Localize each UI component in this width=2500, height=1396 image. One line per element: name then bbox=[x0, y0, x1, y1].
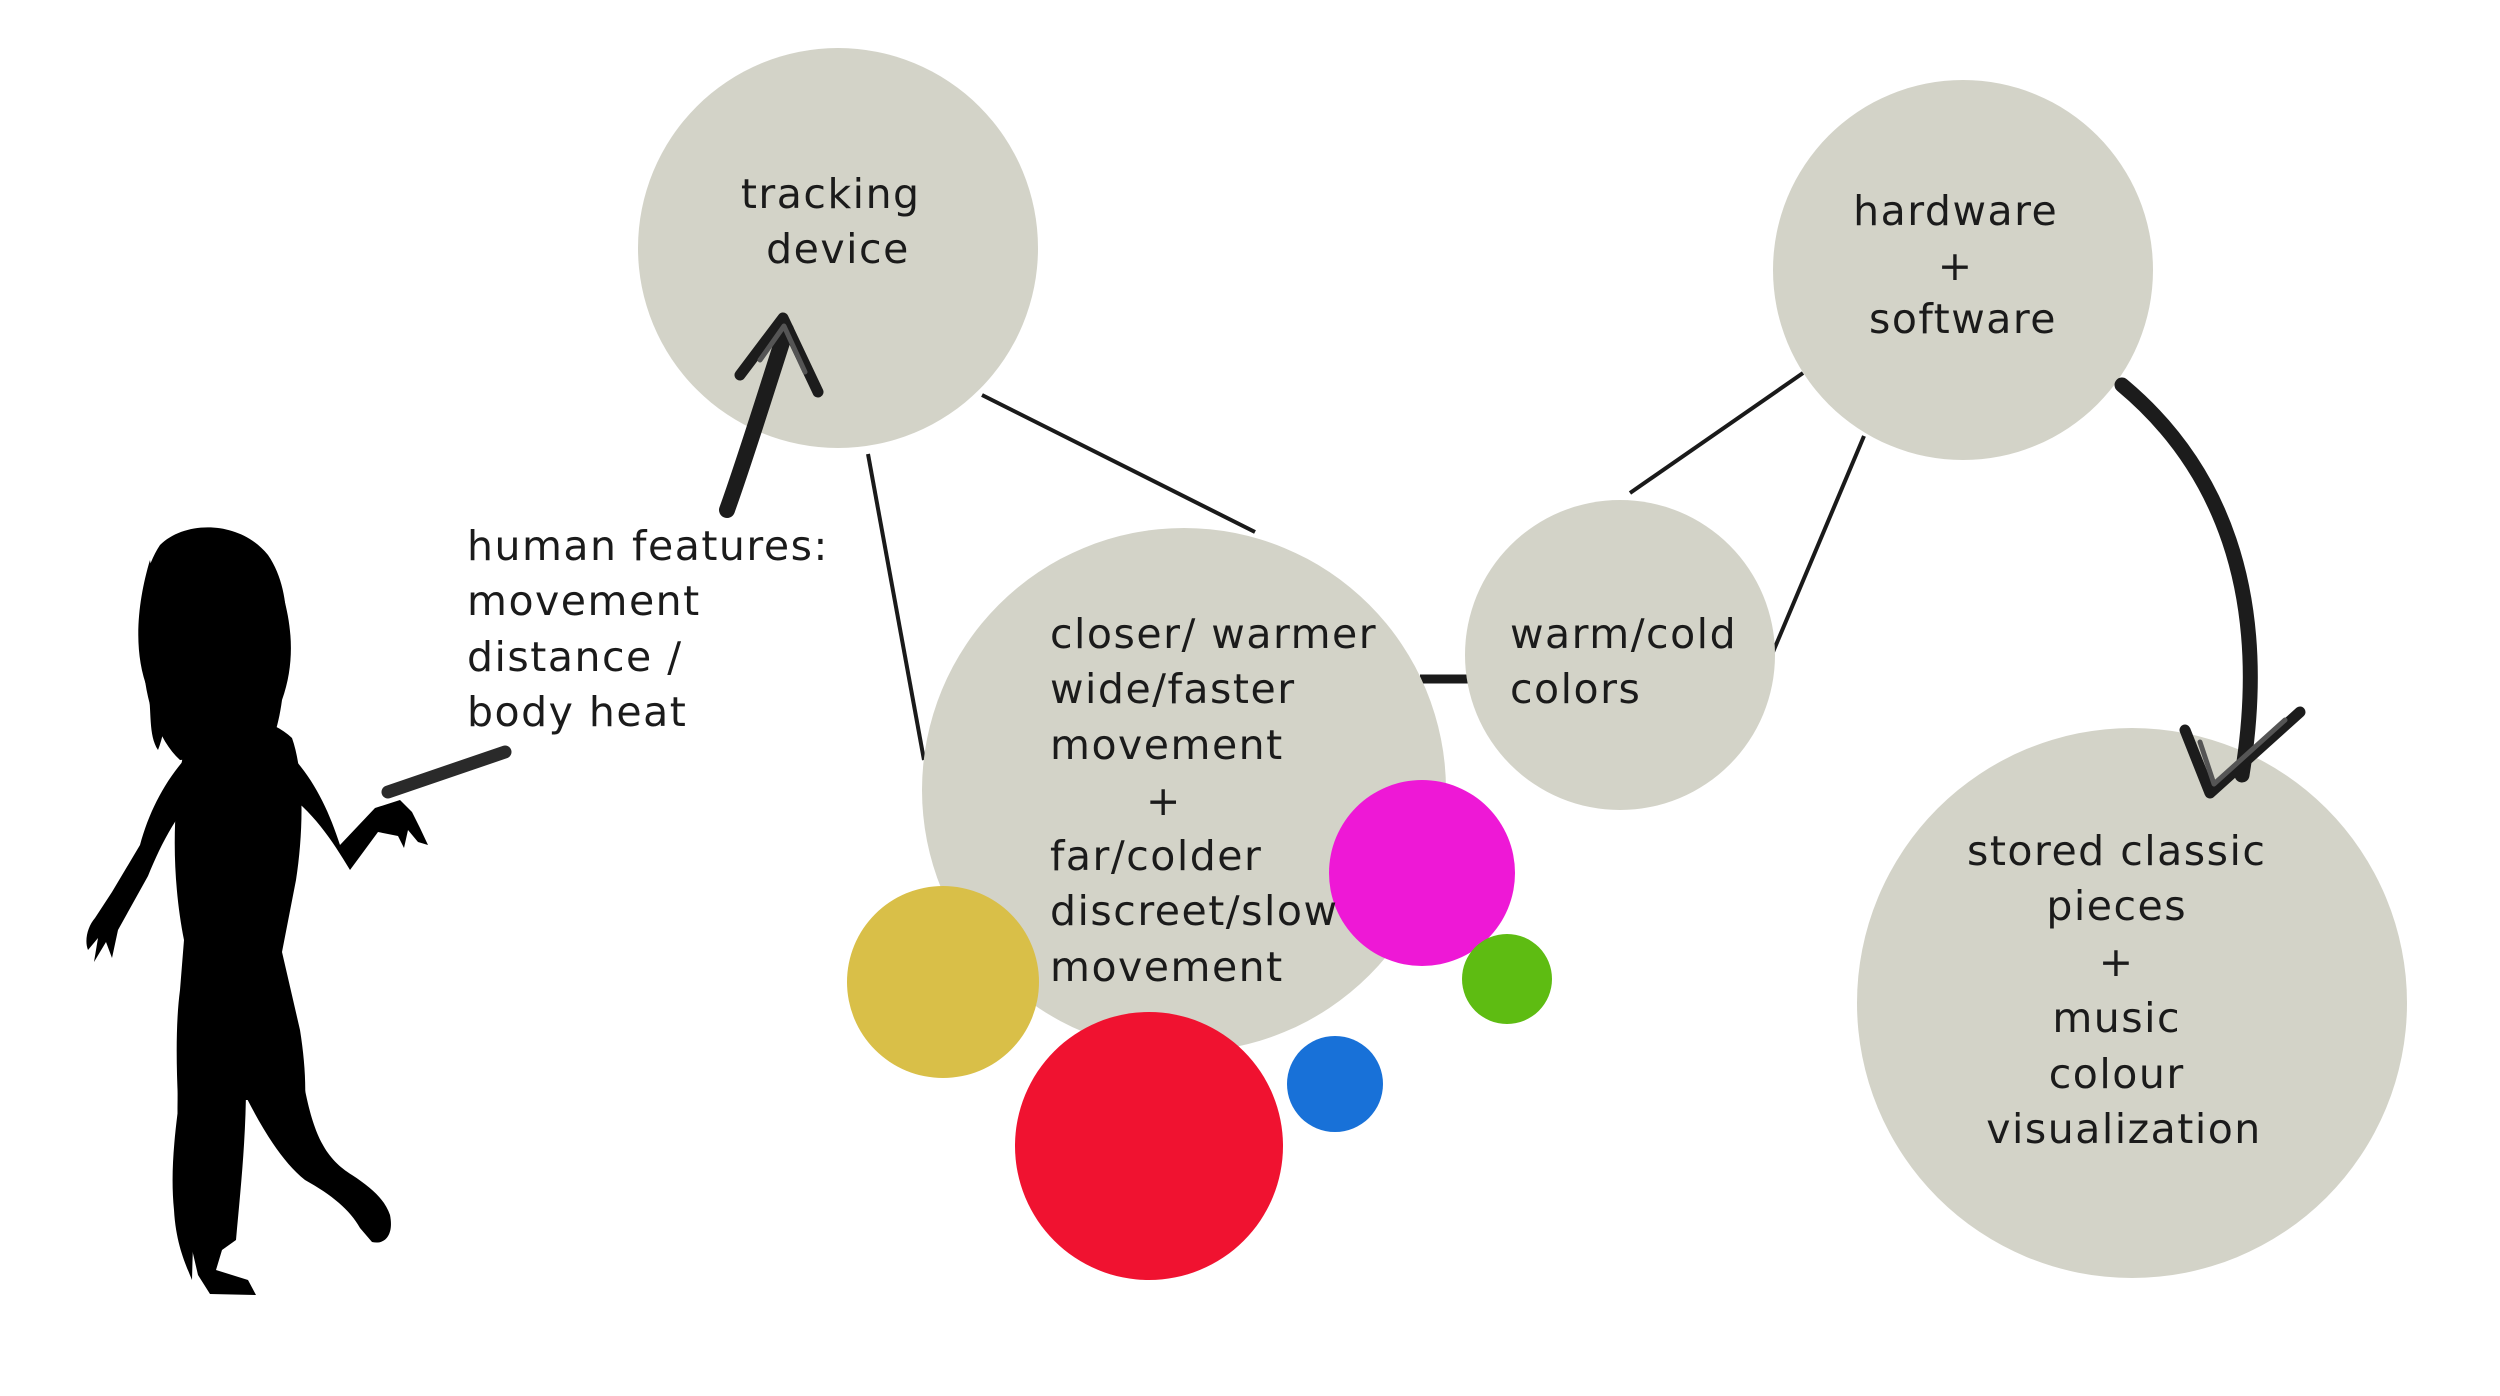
yellow-circle bbox=[847, 886, 1039, 1078]
node-warmcold-text: warm/cold colors bbox=[1510, 610, 1752, 713]
text-line: wide/faster bbox=[1050, 665, 1296, 713]
text-line: body heat bbox=[467, 688, 687, 736]
text-line: colour bbox=[2049, 1050, 2185, 1098]
text-line: far/colder bbox=[1050, 832, 1262, 880]
text-line: human features: bbox=[467, 522, 829, 570]
text-line: movement bbox=[1050, 721, 1284, 769]
connectors bbox=[866, 371, 1866, 761]
node-tracking-text: tracking device bbox=[741, 170, 935, 273]
connector-hardware-warmcold bbox=[1628, 371, 1805, 495]
text-line: distance / bbox=[467, 633, 683, 681]
blue-circle bbox=[1287, 1036, 1383, 1132]
node-stored-text: stored classic pieces + music colour vis… bbox=[1967, 827, 2281, 1153]
text-line: visualization bbox=[1986, 1105, 2262, 1153]
node-central bbox=[922, 528, 1446, 1052]
node-warm-cold bbox=[1465, 500, 1775, 810]
text-line: movement bbox=[467, 577, 701, 625]
text-line: software bbox=[1869, 295, 2057, 343]
text-line: hardware bbox=[1853, 187, 2058, 235]
text-line: device bbox=[766, 225, 910, 273]
node-tracking-device bbox=[638, 48, 1038, 448]
text-line: colors bbox=[1510, 665, 1641, 713]
red-circle bbox=[1015, 1012, 1283, 1280]
node-hardware-text: hardware + software bbox=[1853, 187, 2073, 343]
text-line: discreet/slow bbox=[1050, 887, 1338, 935]
node-central-text: closer/ warmer wide/faster movement + fa… bbox=[1050, 610, 1392, 991]
text-line: + bbox=[2099, 938, 2135, 986]
magenta-circle bbox=[1329, 780, 1515, 966]
text-line: tracking bbox=[741, 170, 921, 218]
pointer-stroke bbox=[381, 745, 512, 799]
text-line: + bbox=[1146, 777, 1182, 825]
node-hardware-software bbox=[1773, 80, 2153, 460]
text-line: closer/ warmer bbox=[1050, 610, 1377, 658]
green-circle bbox=[1462, 934, 1552, 1024]
text-line: movement bbox=[1050, 943, 1284, 991]
connector-hardware-warmcold-right bbox=[1771, 435, 1866, 653]
node-stored-pieces bbox=[1857, 728, 2407, 1278]
text-line: pieces bbox=[2046, 882, 2187, 930]
connector-tracking-central bbox=[981, 393, 1256, 534]
text-line: stored classic bbox=[1967, 827, 2266, 875]
dancing-woman-silhouette-icon bbox=[86, 527, 428, 1295]
text-line: + bbox=[1938, 242, 1974, 290]
connector-tracking-central-left bbox=[866, 453, 926, 761]
text-line: music bbox=[2052, 994, 2181, 1042]
text-line: warm/cold bbox=[1510, 610, 1737, 658]
human-features-text: human features: movement distance / body… bbox=[467, 522, 843, 736]
arrow-to-stored bbox=[2114, 377, 2306, 799]
arrow-to-tracking bbox=[719, 312, 824, 518]
